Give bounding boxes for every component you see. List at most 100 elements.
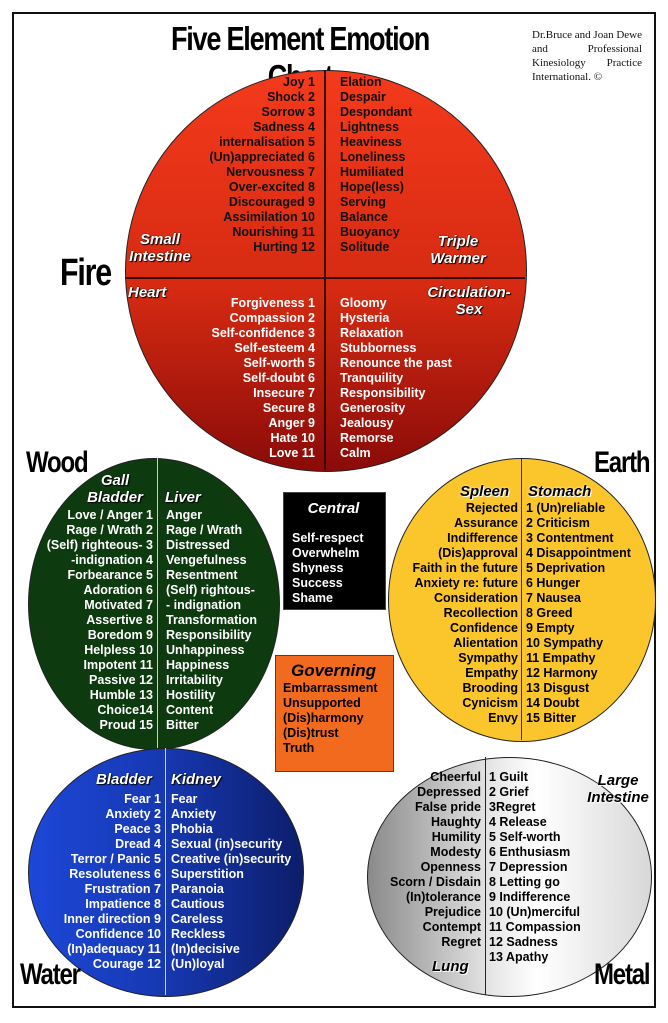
wood-liver-emotion: (Self) rightous-	[166, 583, 255, 597]
fire-heart-emotion: Hate 10	[270, 431, 315, 445]
fire-circulation-sex-emotion: Relaxation	[340, 326, 404, 340]
wood-liver-emotion: Hostility	[166, 688, 216, 702]
water-kidney-emotion: Reckless	[171, 927, 226, 941]
wood-liver-emotion: - indignation	[166, 598, 241, 612]
water-kidney-emotion: Fear	[171, 792, 198, 806]
wood-divider	[157, 458, 158, 748]
water-kidney-emotion: Cautious	[171, 897, 225, 911]
organ-kidney: Kidney	[171, 771, 222, 788]
wood-gall-bladder-emotion: Rage / Wrath 2	[66, 523, 153, 537]
organ-governing: Governing	[290, 661, 376, 680]
wood-liver-emotion: Resentment	[166, 568, 238, 582]
fire-circulation-sex-emotion: Renounce the past	[340, 356, 452, 370]
wood-gall-bladder-emotion: Boredom 9	[87, 628, 153, 642]
earth-spleen-emotion: Assurance	[454, 516, 518, 530]
fire-heart-emotion: Self-esteem 4	[234, 341, 315, 355]
metal-lung-emotion: Humility	[431, 830, 481, 844]
wood-gall-bladder-emotion: Helpless 10	[84, 643, 153, 657]
fire-heart-emotion: Secure 8	[262, 401, 315, 415]
metal-lung-emotion: Cheerful	[430, 770, 481, 784]
wood-liver-emotion: Vengefulness	[166, 553, 247, 567]
wood-gall-bladder-emotion: Forbearance 5	[67, 568, 153, 582]
earth-divider	[521, 458, 522, 740]
organ-heart: Heart	[128, 284, 167, 301]
earth-spleen-emotion: Consideration	[433, 591, 518, 605]
organ-gall-bladder: Gall Bladder	[87, 472, 143, 506]
wood-gall-bladder-emotion: Impotent 11	[83, 658, 153, 672]
earth-spleen-emotion: Brooding	[462, 681, 518, 695]
water-bladder-emotion: Impatience 8	[85, 897, 161, 911]
earth-stomach-emotion: 5 Deprivation	[526, 561, 606, 575]
fire-small-intestine-emotion: Joy 1	[283, 75, 315, 89]
element-metal: Metal	[594, 958, 651, 991]
wood-gall-bladder-emotion: Assertive 8	[86, 613, 153, 627]
fire-heart-emotion: Forgiveness 1	[230, 296, 315, 310]
fire-heart-emotion: Anger 9	[268, 416, 315, 430]
earth-stomach-emotion: 4 Disappointment	[526, 546, 631, 560]
organ-lung: Lung	[432, 958, 469, 975]
wood-liver-emotion: Responsibility	[166, 628, 252, 642]
metal-lung-emotion: Prejudice	[424, 905, 481, 919]
metal-large-intestine-emotion: 5 Self-worth	[489, 830, 561, 844]
fire-circulation-sex-emotion: Stubborness	[340, 341, 417, 355]
wood-liver-emotion: Distressed	[166, 538, 230, 552]
organ-central: Central	[307, 500, 360, 517]
metal-lung-emotion: Openness	[420, 860, 481, 874]
water-kidney-emotion: Creative (in)security	[171, 852, 292, 866]
metal-lung-emotion: Haughty	[431, 815, 481, 829]
fire-triple-warmer-emotion: Heaviness	[340, 135, 402, 149]
governing-emotion: Unsupported	[283, 696, 361, 710]
wood-liver-emotion: Anger	[166, 508, 203, 522]
governing-box	[275, 655, 394, 772]
fire-triple-warmer-emotion: Solitude	[340, 240, 390, 254]
fire-small-intestine-emotion: (Un)appreciated 6	[209, 150, 315, 164]
earth-spleen-emotion: Recollection	[443, 606, 518, 620]
water-bladder-emotion: Confidence 10	[75, 927, 161, 941]
metal-lung-emotion: Scorn / Disdain	[390, 875, 481, 889]
wood-gall-bladder-emotion: Passive 12	[89, 673, 153, 687]
earth-spleen-emotion: Empathy	[465, 666, 518, 680]
governing-emotion: Truth	[283, 741, 315, 755]
organ-spleen: Spleen	[460, 483, 510, 500]
wood-liver-emotion: Rage / Wrath	[166, 523, 243, 537]
earth-spleen-emotion: Cynicism	[462, 696, 518, 710]
fire-triple-warmer-emotion: Humiliated	[340, 165, 404, 179]
organ-bladder: Bladder	[96, 771, 152, 788]
fire-circulation-sex-emotion: Jealousy	[340, 416, 394, 430]
water-kidney-emotion: Careless	[171, 912, 224, 926]
metal-large-intestine-emotion: 1 Guilt	[489, 770, 528, 784]
fire-circulation-sex-emotion: Hysteria	[340, 311, 390, 325]
fire-heart-emotion: Insecure 7	[253, 386, 315, 400]
metal-lung-emotion: Modesty	[430, 845, 481, 859]
organ-circulation-sex: Circulation-Sex	[427, 284, 511, 318]
wood-gall-bladder-emotion: Humble 13	[89, 688, 153, 702]
fire-triple-warmer-emotion: Elation	[340, 75, 382, 89]
earth-ellipse	[388, 458, 656, 742]
water-divider	[165, 748, 166, 995]
metal-divider	[485, 757, 486, 995]
fire-small-intestine-emotion: Discouraged 9	[228, 195, 315, 209]
element-fire: Fire	[60, 252, 112, 294]
earth-stomach-emotion: 10 Sympathy	[526, 636, 604, 650]
metal-lung-emotion: False pride	[415, 800, 481, 814]
metal-large-intestine-emotion: 2 Grief	[489, 785, 529, 799]
wood-gall-bladder-emotion: Choice14	[97, 703, 153, 717]
earth-spleen-emotion: Confidence	[449, 621, 518, 635]
water-bladder-emotion: Courage 12	[92, 957, 161, 971]
earth-stomach-emotion: 15 Bitter	[526, 711, 577, 725]
fire-small-intestine-emotion: Shock 2	[267, 90, 315, 104]
fire-circulation-sex-emotion: Responsibility	[340, 386, 426, 400]
water-bladder-emotion: Peace 3	[114, 822, 161, 836]
fire-heart-emotion: Self-confidence 3	[211, 326, 316, 340]
wood-liver-emotion: Unhappiness	[166, 643, 245, 657]
central-emotion: Self-respect	[292, 531, 364, 545]
water-bladder-emotion: (In)adequacy 11	[67, 942, 161, 956]
water-kidney-emotion: (Un)loyal	[171, 957, 225, 971]
wood-gall-bladder-emotion: Love / Anger 1	[67, 508, 153, 522]
metal-large-intestine-emotion: 11 Compassion	[489, 920, 581, 934]
water-ellipse	[28, 748, 304, 997]
central-box	[283, 492, 386, 610]
organ-stomach: Stomach	[528, 483, 592, 500]
organ-small-intestine: Small Intestine	[129, 231, 191, 265]
wood-gall-bladder-emotion: Adoration 6	[83, 583, 153, 597]
